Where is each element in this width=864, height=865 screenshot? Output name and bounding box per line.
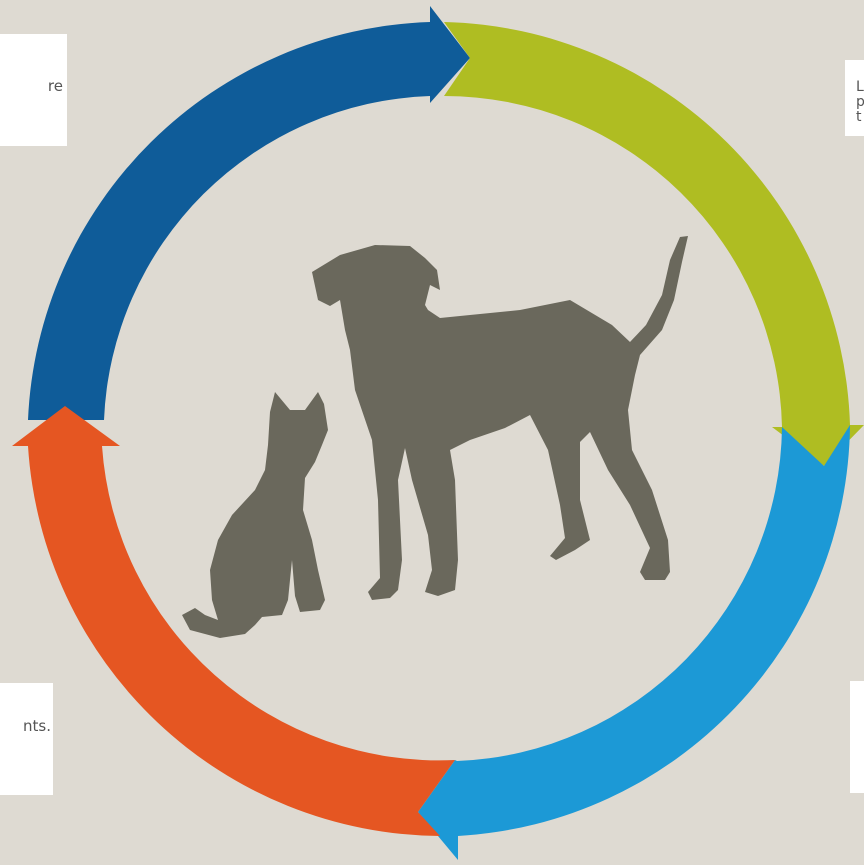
cycle-arrow-blue-light [418,425,850,860]
top-right-callout-line-2: p [856,94,864,110]
top-left-callout: re [0,34,67,146]
cycle-arrow-orange [12,406,455,836]
cat-silhouette-icon [182,392,328,638]
cycle-arrow-green [444,22,864,466]
dog-silhouette-icon [312,236,688,600]
top-right-callout-line-3: t [856,109,862,125]
top-left-callout-text: re [47,77,63,95]
bottom-left-callout: nts. [0,683,53,795]
bottom-left-callout-text: nts. [23,717,51,735]
top-right-callout: L p t [845,60,864,136]
top-right-callout-line-1: L [856,79,864,95]
cycle-arrow-blue-dark [28,6,470,420]
bottom-right-callout [850,681,864,793]
